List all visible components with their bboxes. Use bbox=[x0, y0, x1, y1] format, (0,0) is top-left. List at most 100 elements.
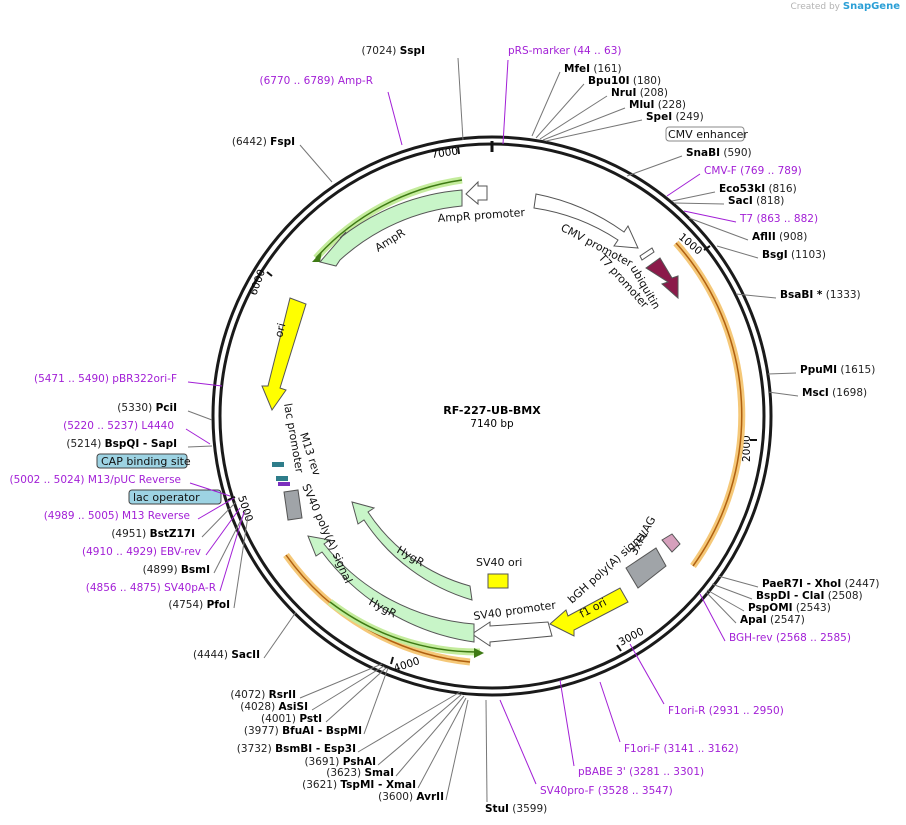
enzyme-label[interactable]: PpuMI (1615) bbox=[800, 364, 875, 376]
leader-line bbox=[499, 699, 537, 785]
primer-label[interactable]: (4910 .. 4929) EBV-rev bbox=[82, 546, 201, 558]
site-position: (249) bbox=[672, 111, 704, 123]
orf-arcs bbox=[283, 240, 746, 666]
primer-label[interactable]: (5471 .. 5490) pBR322ori-F bbox=[34, 373, 177, 385]
enzyme-label[interactable]: Eco53kI (816) bbox=[719, 183, 797, 195]
enzyme-label[interactable]: (3732) BsmBI - Esp3I bbox=[237, 743, 356, 755]
primer-label[interactable]: SV40pro-F (3528 .. 3547) bbox=[540, 785, 673, 797]
enzyme-label[interactable]: MluI (228) bbox=[629, 99, 686, 111]
site-name: BspQI - SapI bbox=[105, 438, 177, 450]
enzyme-label[interactable]: BsgI (1103) bbox=[762, 249, 826, 261]
plasmid-backbone bbox=[211, 135, 773, 697]
primer-label[interactable]: F1ori-R (2931 .. 2950) bbox=[668, 705, 784, 717]
primer-label[interactable]: (4989 .. 5005) M13 Reverse bbox=[44, 510, 190, 522]
enzyme-label[interactable]: PaeR7I - XhoI (2447) bbox=[762, 578, 880, 590]
enzyme-label[interactable]: (6442) FspI bbox=[232, 136, 295, 148]
primer-label[interactable]: (4856 .. 4875) SV40pA-R bbox=[86, 582, 216, 594]
site-position: (6770 .. 6789) bbox=[260, 75, 338, 87]
site-name: StuI bbox=[485, 803, 509, 815]
enzyme-label[interactable]: SnaBI (590) bbox=[686, 147, 752, 159]
enzyme-label[interactable]: (4899) BsmI bbox=[143, 564, 210, 576]
site-name: L4440 bbox=[141, 420, 174, 432]
enzyme-label[interactable]: BspDI - ClaI (2508) bbox=[756, 590, 863, 602]
enzyme-label[interactable]: (4072) RsrII bbox=[230, 689, 296, 701]
ampr-promoter-arrow bbox=[465, 180, 488, 206]
enzyme-label[interactable]: (4028) AsiSI bbox=[240, 701, 308, 713]
enzyme-label[interactable]: (5214) BspQI - SapI bbox=[66, 438, 177, 450]
site-position: (2447) bbox=[841, 578, 879, 590]
enzyme-label[interactable]: (4754) PfoI bbox=[168, 599, 230, 611]
site-position: (4989 .. 5005) bbox=[44, 510, 122, 522]
leader-line bbox=[311, 665, 385, 711]
enzyme-label[interactable]: ApaI (2547) bbox=[740, 614, 805, 626]
enzyme-label[interactable]: StuI (3599) bbox=[485, 803, 547, 815]
primer-label[interactable]: BGH-rev (2568 .. 2585) bbox=[729, 632, 851, 644]
leader-line bbox=[539, 95, 608, 140]
leader-line bbox=[559, 679, 575, 767]
primer-label[interactable]: pRS-marker (44 .. 63) bbox=[508, 45, 622, 57]
enzyme-label[interactable]: (4001) PstI bbox=[261, 713, 322, 725]
enzyme-label[interactable]: SacI (818) bbox=[728, 195, 784, 207]
enzyme-label[interactable]: (3621) TspMI - XmaI bbox=[302, 779, 416, 791]
site-name: AflII bbox=[752, 231, 776, 243]
site-name: SacII bbox=[231, 649, 260, 661]
cmv-promoter-arrow bbox=[533, 193, 639, 249]
site-name: BsaBI * bbox=[780, 289, 823, 301]
leader-line bbox=[363, 667, 389, 735]
leader-line bbox=[387, 91, 403, 146]
site-name: M13/pUC Reverse bbox=[88, 474, 181, 486]
enzyme-label[interactable]: SpeI (249) bbox=[646, 111, 704, 123]
leader-line bbox=[711, 583, 753, 600]
enzyme-label[interactable]: (4951) BstZ17I bbox=[111, 528, 195, 540]
leader-line bbox=[767, 391, 799, 397]
site-position: (818) bbox=[753, 195, 785, 207]
primer-label[interactable]: pBABE 3' (3281 .. 3301) bbox=[578, 766, 704, 778]
site-name: TspMI - XmaI bbox=[340, 779, 416, 791]
ampr-arrow bbox=[319, 189, 463, 267]
enzyme-label[interactable]: (3977) BfuAI - BspMI bbox=[244, 725, 362, 737]
enzyme-label[interactable]: MfeI (161) bbox=[564, 63, 622, 75]
snapgene-credit: Created by SnapGene bbox=[790, 1, 900, 12]
leader-line bbox=[542, 107, 626, 141]
enzyme-label[interactable]: (3600) AvrII bbox=[378, 791, 444, 803]
enzyme-label[interactable]: AflII (908) bbox=[752, 231, 807, 243]
primer-label[interactable]: (5002 .. 5024) M13/pUC Reverse bbox=[9, 474, 181, 486]
enzyme-label[interactable]: (7024) SspI bbox=[361, 45, 425, 57]
enzyme-label[interactable]: BsaBI * (1333) bbox=[780, 289, 861, 301]
primer-label[interactable]: T7 (863 .. 882) bbox=[739, 213, 818, 225]
enzyme-label[interactable]: (5330) PciI bbox=[117, 402, 177, 414]
lac-operator-label: lac operator bbox=[133, 491, 200, 504]
leader-line bbox=[185, 428, 211, 445]
site-position: (4951) bbox=[111, 528, 149, 540]
site-position: (5214) bbox=[66, 438, 104, 450]
enzyme-label[interactable]: PspOMI (2543) bbox=[748, 602, 831, 614]
ori-arrow bbox=[261, 297, 307, 412]
enzyme-label[interactable]: (4444) SacII bbox=[193, 649, 260, 661]
site-position: (5330) bbox=[117, 402, 155, 414]
m13-rev-mark bbox=[278, 482, 290, 486]
site-position: (6442) bbox=[232, 136, 270, 148]
leader-line bbox=[683, 210, 737, 223]
enzyme-label[interactable]: Bpu10I (180) bbox=[588, 75, 661, 87]
primer-label[interactable]: (6770 .. 6789) Amp-R bbox=[260, 75, 374, 87]
plasmid-name: RF-227-UB-BMX bbox=[443, 404, 541, 417]
primer-label[interactable]: F1ori-F (3141 .. 3162) bbox=[624, 743, 739, 755]
leader-line bbox=[219, 511, 245, 592]
enzyme-label[interactable]: (3623) SmaI bbox=[326, 767, 394, 779]
enzyme-label[interactable]: MscI (1698) bbox=[802, 387, 867, 399]
leader-line bbox=[706, 589, 745, 612]
leader-line bbox=[299, 144, 333, 183]
primer-label[interactable]: (5220 .. 5237) L4440 bbox=[63, 420, 174, 432]
leader-line bbox=[197, 497, 235, 520]
leader-line bbox=[357, 691, 461, 753]
site-position: (3600) bbox=[378, 791, 416, 803]
site-position: (4072) bbox=[230, 689, 268, 701]
leader-line bbox=[671, 191, 716, 202]
site-position: (4856 .. 4875) bbox=[86, 582, 164, 594]
primer-label[interactable]: CMV-F (769 .. 789) bbox=[704, 165, 802, 177]
leader-line bbox=[666, 173, 701, 197]
site-name: FspI bbox=[270, 136, 295, 148]
enzyme-label[interactable]: (3691) PshAI bbox=[304, 756, 376, 768]
enzyme-label[interactable]: NruI (208) bbox=[611, 87, 668, 99]
site-name: Amp-R bbox=[338, 75, 373, 87]
